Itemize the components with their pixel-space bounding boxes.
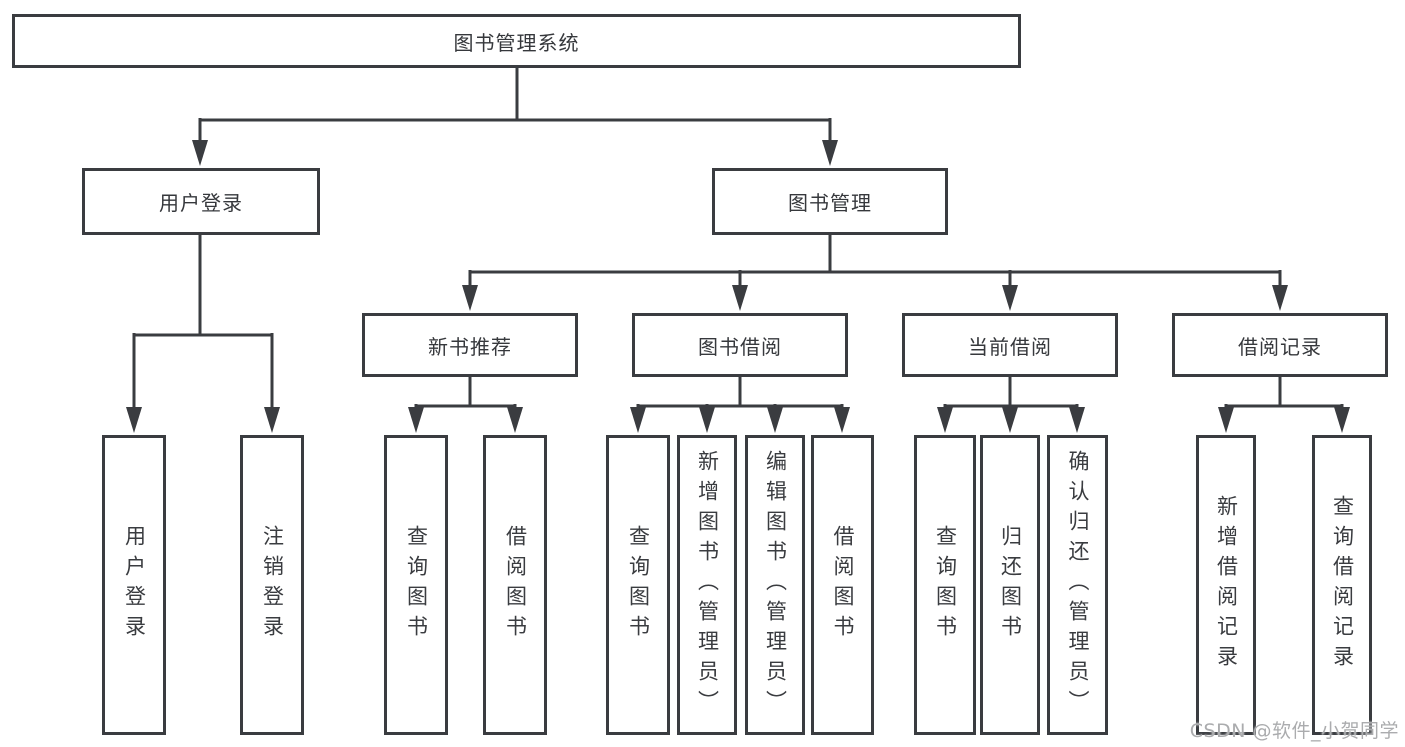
leaf-query-books-borrow-label: 查询图书 — [626, 525, 651, 645]
leaf-confirm-return-admin: 确认归还（管理员） — [1047, 435, 1108, 735]
arrowheads — [126, 140, 1350, 433]
node-library-system-label: 图书管理系统 — [453, 30, 580, 55]
node-borrow-records: 借阅记录 — [1172, 313, 1388, 377]
connector-book-management — [468, 235, 1282, 287]
leaf-add-borrow-record: 新增借阅记录 — [1196, 435, 1256, 735]
node-user-login: 用户登录 — [82, 168, 320, 235]
leaf-user-login-label: 用户登录 — [122, 525, 147, 645]
leaf-query-books-current-label: 查询图书 — [933, 525, 958, 645]
leaf-borrow-books-recommend: 借阅图书 — [483, 435, 547, 735]
node-library-system: 图书管理系统 — [12, 14, 1021, 68]
connector-borrow-records — [1224, 377, 1344, 409]
connector-user-login — [132, 235, 274, 409]
node-current-borrow: 当前借阅 — [902, 313, 1118, 377]
node-new-book-recommend: 新书推荐 — [362, 313, 578, 377]
node-borrow-records-label: 借阅记录 — [1238, 334, 1322, 359]
leaf-query-borrow-record: 查询借阅记录 — [1312, 435, 1372, 735]
leaf-add-books-admin: 新增图书（管理员） — [677, 435, 737, 735]
leaf-edit-books-admin-label: 编辑图书（管理员） — [763, 450, 788, 720]
leaf-query-books-borrow: 查询图书 — [606, 435, 670, 735]
leaf-query-borrow-record-label: 查询借阅记录 — [1330, 495, 1355, 675]
node-book-management: 图书管理 — [712, 168, 948, 235]
leaf-add-borrow-record-label: 新增借阅记录 — [1214, 495, 1239, 675]
leaf-query-books-current: 查询图书 — [914, 435, 976, 735]
node-book-management-label: 图书管理 — [788, 191, 872, 215]
leaf-return-books: 归还图书 — [980, 435, 1040, 735]
connector-new-book — [414, 377, 517, 409]
node-new-book-recommend-label: 新书推荐 — [428, 334, 512, 359]
leaf-logout-login: 注销登录 — [240, 435, 304, 735]
leaf-query-books-recommend-label: 查询图书 — [404, 525, 429, 645]
leaf-borrow-books: 借阅图书 — [811, 435, 874, 735]
connector-current-borrow — [943, 377, 1079, 409]
node-current-borrow-label: 当前借阅 — [968, 334, 1052, 359]
node-book-borrow-label: 图书借阅 — [698, 334, 782, 359]
node-user-login-label: 用户登录 — [159, 191, 243, 215]
leaf-add-books-admin-label: 新增图书（管理员） — [695, 450, 720, 720]
leaf-borrow-books-label: 借阅图书 — [831, 525, 855, 645]
leaf-edit-books-admin: 编辑图书（管理员） — [745, 435, 805, 735]
leaf-borrow-books-recommend-label: 借阅图书 — [503, 525, 528, 645]
connector-root — [198, 68, 832, 142]
leaf-confirm-return-admin-label: 确认归还（管理员） — [1066, 450, 1090, 720]
node-book-borrow: 图书借阅 — [632, 313, 848, 377]
leaf-logout-login-label: 注销登录 — [260, 525, 285, 645]
leaf-user-login: 用户登录 — [102, 435, 166, 735]
leaf-query-books-recommend: 查询图书 — [384, 435, 448, 735]
csdn-watermark: CSDN @软件_小贺同学 — [1189, 720, 1399, 742]
leaf-return-books-label: 归还图书 — [998, 525, 1023, 645]
connector-book-borrow — [636, 377, 844, 409]
